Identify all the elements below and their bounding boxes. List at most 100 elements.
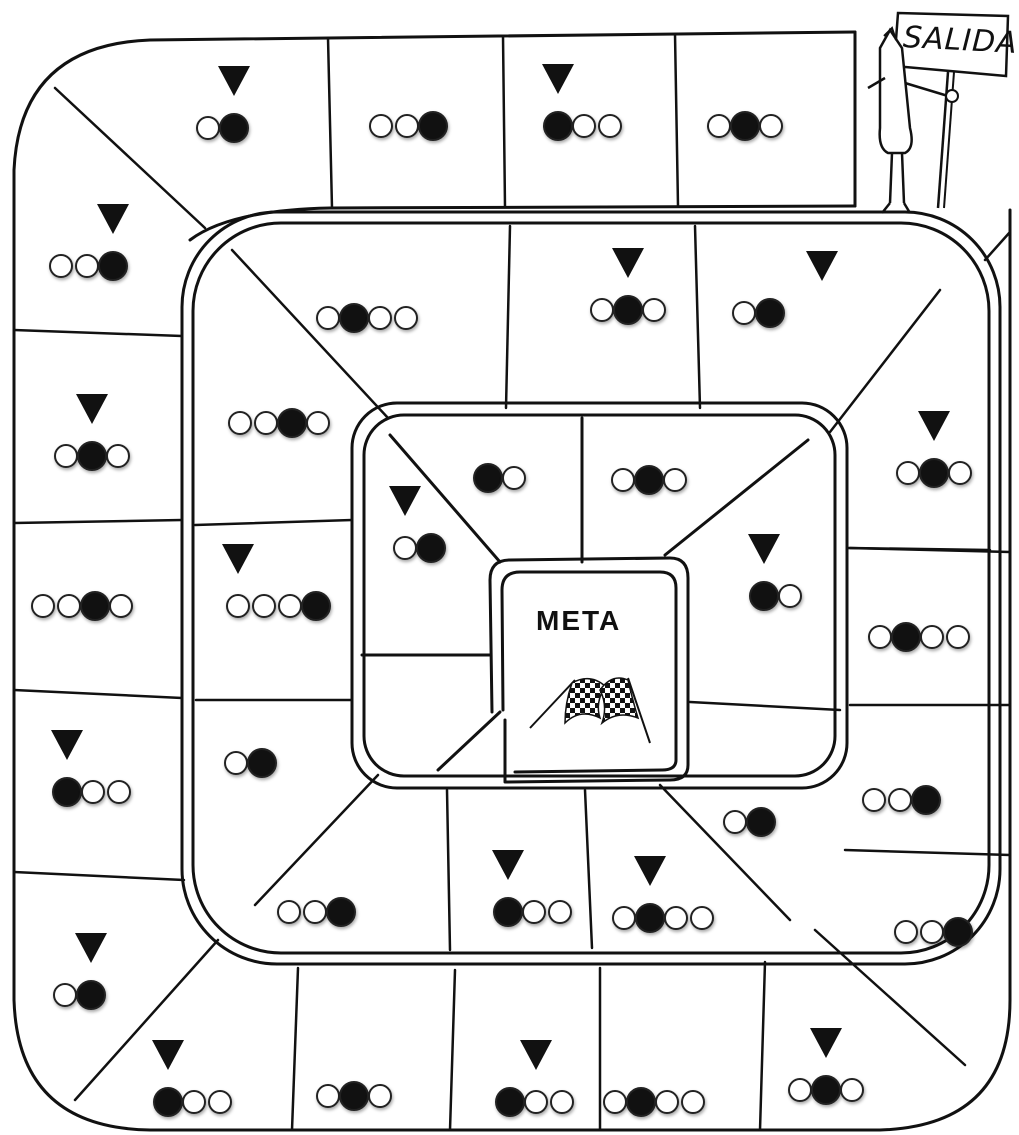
triangle-marker-icon xyxy=(75,933,107,963)
empty-dot xyxy=(612,906,636,930)
empty-dot xyxy=(550,1090,574,1114)
empty-dot xyxy=(548,900,572,924)
empty-dot xyxy=(54,444,78,468)
empty-dot xyxy=(663,468,687,492)
filled-dot xyxy=(891,622,921,652)
empty-dot xyxy=(759,114,783,138)
empty-dot xyxy=(316,306,340,330)
empty-dot xyxy=(196,116,220,140)
filled-dot xyxy=(749,581,779,611)
filled-dot xyxy=(746,807,776,837)
triangle-marker-icon xyxy=(806,251,838,281)
filled-dot xyxy=(76,980,106,1010)
filled-dot xyxy=(80,591,110,621)
filled-dot xyxy=(635,903,665,933)
empty-dot xyxy=(81,780,105,804)
filled-dot xyxy=(416,533,446,563)
empty-dot xyxy=(868,625,892,649)
empty-dot xyxy=(228,411,252,435)
empty-dot xyxy=(369,114,393,138)
triangle-marker-icon xyxy=(492,850,524,880)
empty-dot xyxy=(278,594,302,618)
empty-dot xyxy=(109,594,133,618)
empty-dot xyxy=(226,594,250,618)
filled-dot xyxy=(153,1087,183,1117)
triangle-marker-icon xyxy=(218,66,250,96)
empty-dot xyxy=(681,1090,705,1114)
empty-dot xyxy=(603,1090,627,1114)
empty-dot xyxy=(106,444,130,468)
empty-dot xyxy=(277,900,301,924)
filled-dot xyxy=(919,458,949,488)
filled-dot xyxy=(626,1087,656,1117)
filled-dot xyxy=(473,463,503,493)
empty-dot xyxy=(655,1090,679,1114)
empty-dot xyxy=(316,1084,340,1108)
empty-dot xyxy=(590,298,614,322)
filled-dot xyxy=(339,303,369,333)
empty-dot xyxy=(31,594,55,618)
empty-dot xyxy=(598,114,622,138)
empty-dot xyxy=(368,1084,392,1108)
empty-dot xyxy=(75,254,99,278)
empty-dot xyxy=(894,920,918,944)
triangle-marker-icon xyxy=(97,204,129,234)
empty-dot xyxy=(946,625,970,649)
empty-dot xyxy=(395,114,419,138)
filled-dot xyxy=(495,1087,525,1117)
empty-dot xyxy=(664,906,688,930)
filled-dot xyxy=(339,1081,369,1111)
filled-dot xyxy=(911,785,941,815)
filled-dot xyxy=(613,295,643,325)
empty-dot xyxy=(303,900,327,924)
filled-dot xyxy=(301,591,331,621)
empty-dot xyxy=(252,594,276,618)
triangle-marker-icon xyxy=(810,1028,842,1058)
empty-dot xyxy=(57,594,81,618)
filled-dot xyxy=(755,298,785,328)
empty-dot xyxy=(393,536,417,560)
filled-dot xyxy=(943,917,973,947)
empty-dot xyxy=(524,1090,548,1114)
triangle-marker-icon xyxy=(76,394,108,424)
triangle-marker-icon xyxy=(748,534,780,564)
filled-dot xyxy=(811,1075,841,1105)
empty-dot xyxy=(53,983,77,1007)
empty-dot xyxy=(306,411,330,435)
empty-dot xyxy=(690,906,714,930)
filled-dot xyxy=(219,113,249,143)
filled-dot xyxy=(493,897,523,927)
empty-dot xyxy=(208,1090,232,1114)
empty-dot xyxy=(948,461,972,485)
triangle-marker-icon xyxy=(542,64,574,94)
empty-dot xyxy=(368,306,392,330)
empty-dot xyxy=(107,780,131,804)
empty-dot xyxy=(502,466,526,490)
empty-dot xyxy=(888,788,912,812)
triangle-marker-icon xyxy=(222,544,254,574)
triangle-marker-icon xyxy=(634,856,666,886)
empty-dot xyxy=(522,900,546,924)
empty-dot xyxy=(723,810,747,834)
filled-dot xyxy=(326,897,356,927)
triangle-marker-icon xyxy=(612,248,644,278)
empty-dot xyxy=(778,584,802,608)
empty-dot xyxy=(611,468,635,492)
triangle-marker-icon xyxy=(918,411,950,441)
empty-dot xyxy=(920,625,944,649)
triangle-marker-icon xyxy=(520,1040,552,1070)
filled-dot xyxy=(77,441,107,471)
empty-dot xyxy=(840,1078,864,1102)
filled-dot xyxy=(418,111,448,141)
filled-dot xyxy=(634,465,664,495)
empty-dot xyxy=(862,788,886,812)
empty-dot xyxy=(920,920,944,944)
filled-dot xyxy=(98,251,128,281)
empty-dot xyxy=(224,751,248,775)
filled-dot xyxy=(277,408,307,438)
empty-dot xyxy=(394,306,418,330)
triangle-marker-icon xyxy=(389,486,421,516)
empty-dot xyxy=(49,254,73,278)
empty-dot xyxy=(707,114,731,138)
